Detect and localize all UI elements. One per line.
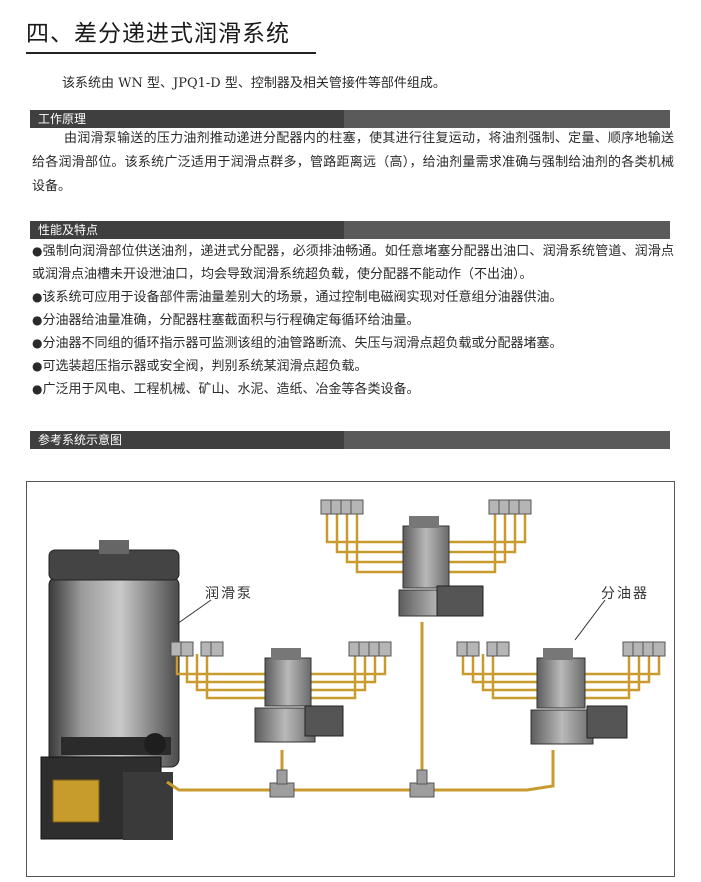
label-pump: 润滑泵	[205, 586, 253, 602]
section-title: 四、差分递进式润滑系统	[26, 21, 290, 47]
distributor-top	[320, 499, 532, 617]
feature-item: ●分油器给油量准确，分配器柱塞截面积与行程确定每循环给油量。	[32, 313, 420, 328]
heading-bar-principle: 工作原理	[30, 110, 670, 128]
system-diagram: 润滑泵 分油器	[26, 481, 675, 877]
label-distributor: 分油器	[601, 586, 649, 602]
heading-principle: 工作原理	[38, 112, 87, 126]
bullet-icon: ●	[32, 359, 43, 373]
feature-item: ●分油器不同组的循环指示器可监测该组的油管路断流、失压与润滑点超负载或分配器堵塞…	[32, 336, 563, 351]
distributor-right	[456, 641, 666, 745]
heading-bar-features: 性能及特点	[30, 221, 670, 239]
bullet-icon: ●	[32, 382, 43, 396]
feature-list: ●强制向润滑部位供送油剂，递进式分配器，必须排油畅通。如任意堵塞分配器出油口、润…	[32, 240, 674, 401]
system-diagram-svg	[40, 499, 666, 840]
heading-diagram: 参考系统示意图	[38, 433, 123, 447]
feature-item: ●可选装超压指示器或安全阀，判别系统某润滑点超负载。	[32, 359, 368, 374]
bullet-icon: ●	[32, 336, 43, 350]
feature-item: ●该系统可应用于设备部件需油量差别大的场景，通过控制电磁阀实现对任意组分油器供油…	[32, 290, 563, 305]
feature-item: ●强制向润滑部位供送油剂，递进式分配器，必须排油畅通。如任意堵塞分配器出油口、润…	[32, 244, 674, 282]
lubrication-pump	[40, 540, 180, 840]
principle-text: 由润滑泵输送的压力油剂推动递进分配器内的柱塞，使其进行往复运动，将油剂强制、定量…	[32, 131, 674, 194]
title-underline	[26, 52, 316, 54]
heading-features: 性能及特点	[38, 223, 99, 237]
feature-item: ●广泛用于风电、工程机械、矿山、水泥、造纸、冶金等各类设备。	[32, 382, 420, 397]
bullet-icon: ●	[32, 290, 43, 304]
distributor-left	[170, 641, 392, 743]
callout-leaders	[176, 599, 606, 641]
bullet-icon: ●	[32, 313, 43, 327]
intro-text: 该系统由 WN 型、JPQ1-D 型、控制器及相关管接件等部件组成。	[62, 76, 446, 91]
tee-fittings	[269, 769, 435, 798]
bullet-icon: ●	[32, 244, 43, 258]
heading-bar-diagram: 参考系统示意图	[30, 431, 670, 449]
